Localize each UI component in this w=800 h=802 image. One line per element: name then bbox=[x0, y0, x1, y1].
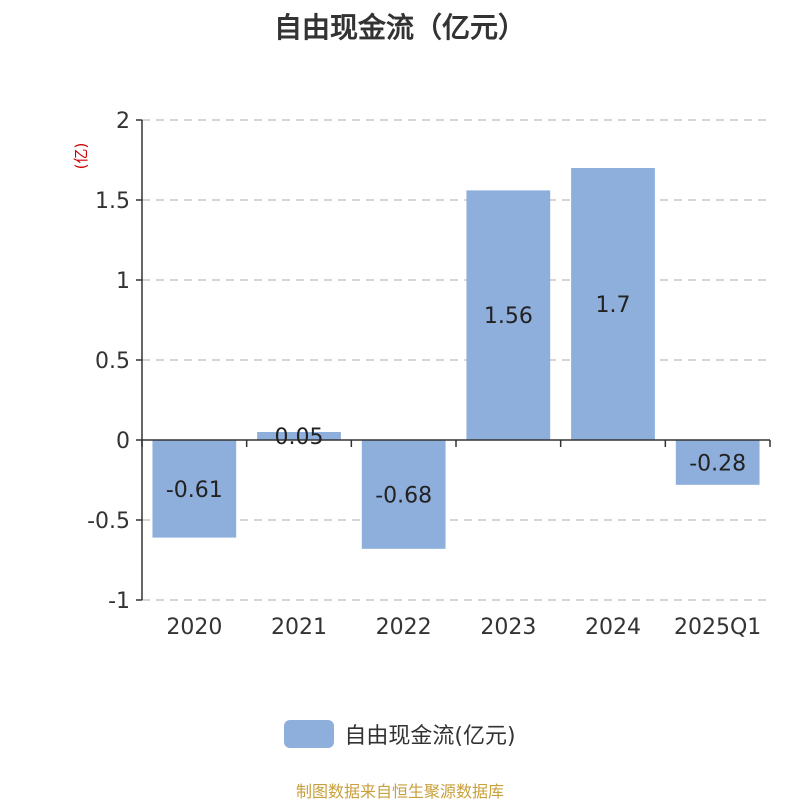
y-tick-label: -1 bbox=[108, 589, 130, 614]
axes bbox=[136, 119, 771, 601]
x-tick-label: 2023 bbox=[480, 615, 536, 640]
data-label: -0.68 bbox=[375, 483, 432, 508]
legend-label: 自由现金流(亿元) bbox=[344, 724, 516, 749]
y-tick-label: 1.5 bbox=[95, 189, 130, 214]
legend-swatch bbox=[284, 720, 335, 748]
x-tick-label: 2020 bbox=[166, 615, 222, 640]
bars bbox=[152, 168, 760, 549]
chart-title: 自由现金流（亿元） bbox=[273, 11, 526, 44]
y-tick-label: 2 bbox=[116, 109, 130, 134]
bar bbox=[466, 190, 551, 440]
data-label: 0.05 bbox=[275, 425, 324, 450]
legend: 自由现金流(亿元) bbox=[0, 718, 800, 750]
grid-lines bbox=[142, 119, 770, 601]
bar bbox=[152, 440, 237, 538]
y-tick-label: 1 bbox=[116, 269, 130, 294]
x-tick-label: 2025Q1 bbox=[674, 615, 761, 640]
x-tick-label: 2021 bbox=[271, 615, 327, 640]
y-axis-title: (亿) bbox=[72, 143, 90, 170]
x-tick-label: 2024 bbox=[585, 615, 641, 640]
data-label: 1.56 bbox=[484, 304, 533, 329]
data-label: -0.61 bbox=[166, 478, 223, 503]
y-tick-label: 0.5 bbox=[95, 349, 130, 374]
bar bbox=[361, 440, 446, 549]
labels: -1 -0.5 0 0.5 1 1.5 2 2020 2021 2022 2023 2024 2025Q… bbox=[87, 109, 761, 640]
source-note: 制图数据来自恒生聚源数据库 bbox=[295, 782, 504, 801]
data-label: 1.7 bbox=[596, 293, 631, 318]
data-label: -0.28 bbox=[689, 451, 746, 476]
x-tick-label: 2022 bbox=[376, 615, 432, 640]
bar bbox=[257, 432, 341, 440]
bar bbox=[675, 440, 760, 485]
y-tick-label: -0.5 bbox=[87, 509, 130, 534]
y-tick-label: 0 bbox=[116, 429, 130, 454]
bar bbox=[571, 168, 655, 440]
